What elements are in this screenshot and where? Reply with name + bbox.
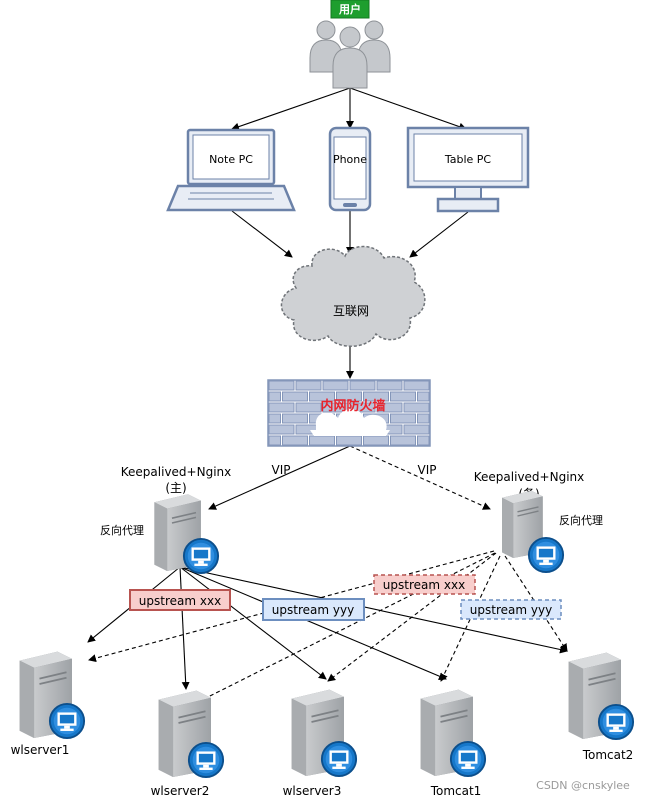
primary-to-wlserver2-arrow — [179, 566, 190, 690]
lb-backup-proxy-label: 反向代理 — [559, 513, 603, 527]
upstream-backup-xxx: upstream xxx — [373, 574, 476, 595]
users-group-icon: 用户 — [309, 0, 391, 89]
users-badge-text: 用户 — [339, 2, 361, 16]
wlserver3-label: wlserver3 — [283, 784, 342, 798]
server-wlserver2: wlserver2 — [151, 689, 225, 798]
upstream-backup-xxx-label: upstream xxx — [383, 578, 465, 592]
lb-primary-role: (主) — [165, 481, 186, 495]
phone-icon: Phone — [328, 126, 372, 212]
phone-label: Phone — [333, 153, 367, 166]
firewall-brick — [403, 380, 430, 391]
tomcat1-label: Tomcat1 — [430, 784, 482, 798]
lb-primary: Keepalived+Nginx (主) 反向代理 — [100, 465, 231, 575]
firewall-brick — [268, 402, 295, 413]
firewall-brick — [403, 402, 430, 413]
primary-to-tomcat1-arrow — [179, 566, 447, 680]
lb-primary-title: Keepalived+Nginx — [121, 465, 231, 479]
firewall-brick — [363, 391, 389, 402]
lb-backup-monitor-icon — [527, 536, 565, 574]
firewall-brick — [295, 380, 322, 391]
firewall-brick — [376, 402, 403, 413]
upstream-primary-yyy: upstream yyy — [262, 598, 365, 621]
firewall-brick — [268, 413, 281, 424]
firewall-brick — [390, 435, 416, 446]
firewall-brick — [268, 435, 281, 446]
wlserver2-label: wlserver2 — [151, 784, 210, 798]
lb-backup-title: Keepalived+Nginx — [474, 470, 584, 484]
desktop-label: Table PC — [444, 153, 492, 166]
notebook-label: Note PC — [209, 153, 253, 166]
firewall-brick — [282, 435, 308, 446]
firewall-brick — [295, 402, 322, 413]
tomcat2-monitor-icon — [597, 703, 635, 741]
firewall-brick — [309, 435, 335, 446]
lb-primary-monitor-icon — [182, 537, 220, 575]
firewall-brick — [417, 435, 430, 446]
notebook-to-internet-arrow — [231, 210, 293, 258]
vip-backup-label: VIP — [418, 463, 437, 477]
firewall-brick — [349, 380, 376, 391]
firewall-brick — [417, 391, 430, 402]
firewall-brick — [268, 391, 281, 402]
wlserver1-label: wlserver1 — [11, 743, 70, 757]
lb-backup: Keepalived+Nginx (备) 反向代理 — [474, 470, 603, 574]
firewall-brick — [403, 424, 430, 435]
wlserver1-monitor-icon — [48, 702, 86, 740]
tomcat2-label: Tomcat2 — [582, 748, 634, 762]
firewall-brick — [322, 402, 349, 413]
firewall-brick — [363, 435, 389, 446]
firewall-brick — [336, 435, 362, 446]
upstream-backup-yyy-label: upstream yyy — [470, 603, 552, 617]
firewall-brick — [282, 413, 308, 424]
vip-primary-label: VIP — [272, 463, 291, 477]
firewall-brick — [322, 380, 349, 391]
firewall-brick — [282, 391, 308, 402]
tomcat1-monitor-icon — [449, 740, 487, 778]
firewall-to-backup-arrow — [349, 445, 491, 510]
firewall-to-primary-arrow — [208, 445, 351, 510]
wlserver2-monitor-icon — [187, 741, 225, 779]
wlserver3-monitor-icon — [320, 740, 358, 778]
firewall-brick — [390, 391, 416, 402]
primary-to-wlserver3-arrow — [179, 566, 327, 680]
firewall-brick — [417, 413, 430, 424]
desktop-to-internet-arrow — [409, 211, 469, 258]
server-tomcat1: Tomcat1 — [419, 688, 487, 798]
users-to-desktop-arrow — [349, 87, 467, 131]
firewall-brick — [309, 391, 335, 402]
users-badge — [330, 0, 370, 19]
firewall-brick — [336, 391, 362, 402]
firewall-brick — [376, 380, 403, 391]
firewall-brick — [268, 424, 295, 435]
upstream-backup-yyy: upstream yyy — [460, 599, 562, 620]
upstream-primary-xxx-label: upstream xxx — [139, 594, 221, 608]
upstream-primary-yyy-label: upstream yyy — [272, 603, 354, 617]
users-to-notebook-arrow — [231, 87, 351, 131]
server-wlserver1: wlserver1 — [11, 650, 86, 757]
desktop-icon: Table PC — [406, 126, 530, 213]
server-wlserver3: wlserver3 — [283, 688, 358, 798]
firewall-label: 内网防火墙 — [320, 398, 385, 414]
firewall-brick — [268, 380, 295, 391]
notebook-icon: Note PC — [166, 128, 296, 212]
primary-to-tomcat2-arrow — [179, 566, 568, 654]
firewall-brick — [349, 402, 376, 413]
firewall-brick — [390, 413, 416, 424]
internet-label: 互联网 — [333, 304, 369, 318]
internet-cloud-icon: 互联网 — [280, 245, 426, 347]
server-tomcat2: Tomcat2 — [567, 651, 635, 762]
firewall-icon: 内网防火墙 — [267, 379, 431, 447]
upstream-primary-xxx: upstream xxx — [129, 589, 231, 611]
watermark: CSDN @cnskylee — [536, 779, 630, 792]
lb-primary-proxy-label: 反向代理 — [100, 523, 144, 537]
backup-to-tomcat1-arrow — [440, 555, 501, 682]
